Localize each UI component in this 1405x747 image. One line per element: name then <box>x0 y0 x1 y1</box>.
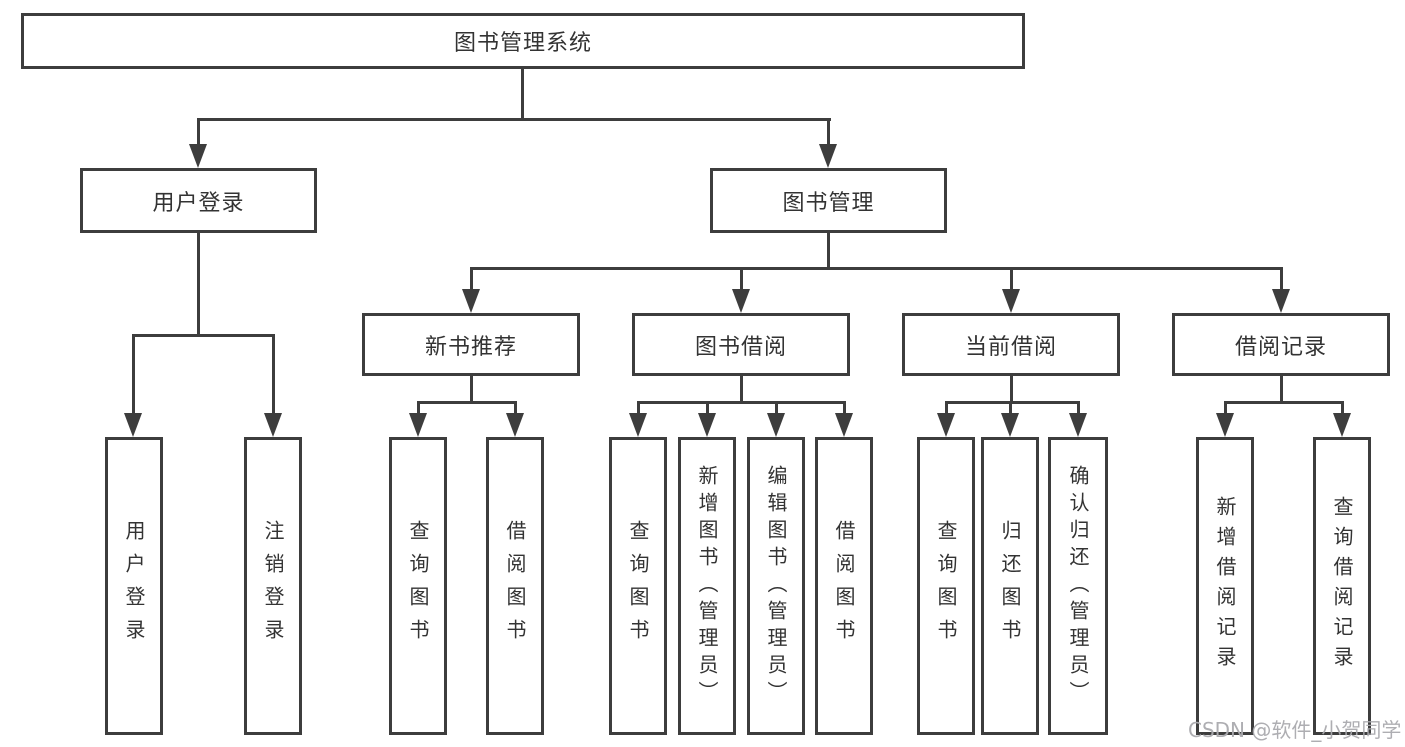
arrowhead-leaf-nb-borrow-icon <box>506 413 524 437</box>
connector-to-new-book-recommend <box>470 267 473 291</box>
leaf-records-query-label: 查询借阅记录 <box>1330 496 1354 676</box>
leaf-borrow-borrow-book-label: 借阅图书 <box>832 520 856 652</box>
leaf-logout-label: 注销登录 <box>261 520 285 652</box>
arrowhead-leaf-bb-query-icon <box>629 413 647 437</box>
leaf-current-confirm-return-label: 确认归还（管理员） <box>1066 464 1090 708</box>
leaf-newbook-borrow: 借阅图书 <box>486 437 544 735</box>
connector-new-book-stem <box>470 376 473 404</box>
connector-to-book-borrow <box>740 267 743 291</box>
connector-user-login-stem <box>197 233 200 336</box>
connector-to-leaf-bb-add <box>706 401 709 415</box>
connector-to-leaf-logout <box>272 334 275 416</box>
leaf-user-login: 用户登录 <box>105 437 163 735</box>
connector-to-leaf-cb-return <box>1009 401 1012 415</box>
leaf-borrow-add-book: 新增图书（管理员） <box>678 437 736 735</box>
connector-borrow-records-distributor <box>1224 401 1343 404</box>
node-user-login: 用户登录 <box>80 168 317 233</box>
node-borrow-records-label: 借阅记录 <box>1234 334 1327 360</box>
arrowhead-leaf-cb-confirm-icon <box>1069 413 1087 437</box>
arrowhead-leaf-nb-query-icon <box>409 413 427 437</box>
connector-to-leaf-br-query <box>1341 401 1344 415</box>
node-root-label: 图书管理系统 <box>453 31 592 56</box>
leaf-borrow-edit-book: 编辑图书（管理员） <box>747 437 805 735</box>
arrowhead-leaf-cb-return-icon <box>1001 413 1019 437</box>
connector-to-borrow-records <box>1280 267 1283 291</box>
leaf-borrow-add-book-label: 新增图书（管理员） <box>695 464 719 708</box>
node-current-borrow: 当前借阅 <box>902 313 1120 376</box>
leaf-records-add: 新增借阅记录 <box>1196 437 1254 735</box>
node-book-borrow-label: 图书借阅 <box>694 334 787 360</box>
leaf-records-query: 查询借阅记录 <box>1313 437 1371 735</box>
arrowhead-leaf-cb-query-icon <box>937 413 955 437</box>
connector-to-leaf-bb-edit <box>775 401 778 415</box>
connector-borrow-records-stem <box>1280 376 1283 404</box>
leaf-current-return-label: 归还图书 <box>998 520 1022 652</box>
arrowhead-leaf-logout-icon <box>264 413 282 437</box>
connector-new-book-distributor <box>417 401 517 404</box>
leaf-user-login-label: 用户登录 <box>122 520 146 652</box>
connector-to-leaf-bb-query <box>637 401 640 415</box>
connector-current-borrow-stem <box>1010 376 1013 404</box>
connector-book-borrow-distributor <box>637 401 846 404</box>
connector-to-leaf-cb-confirm <box>1077 401 1080 415</box>
leaf-borrow-query-label: 查询图书 <box>626 520 650 652</box>
leaf-newbook-query: 查询图书 <box>389 437 447 735</box>
arrowhead-leaf-bb-borrow-icon <box>835 413 853 437</box>
leaf-borrow-query: 查询图书 <box>609 437 667 735</box>
leaf-current-confirm-return: 确认归还（管理员） <box>1048 437 1108 735</box>
node-user-login-label: 用户登录 <box>152 190 245 216</box>
node-new-book-recommend: 新书推荐 <box>362 313 580 376</box>
connector-book-borrow-stem <box>740 376 743 404</box>
arrowhead-leaf-user-login-icon <box>124 413 142 437</box>
connector-to-leaf-nb-query <box>417 401 420 415</box>
leaf-current-query-label: 查询图书 <box>934 520 958 652</box>
arrowhead-current-borrow-icon <box>1002 289 1020 313</box>
connector-to-leaf-nb-borrow <box>514 401 517 415</box>
node-book-borrow: 图书借阅 <box>632 313 850 376</box>
node-new-book-recommend-label: 新书推荐 <box>424 334 517 360</box>
leaf-borrow-edit-book-label: 编辑图书（管理员） <box>764 464 788 708</box>
arrowhead-book-borrow-icon <box>732 289 750 313</box>
connector-to-current-borrow <box>1010 267 1013 291</box>
connector-to-leaf-br-add <box>1224 401 1227 415</box>
arrowhead-new-book-recommend-icon <box>462 289 480 313</box>
node-root: 图书管理系统 <box>21 13 1025 69</box>
connector-book-management-distributor <box>470 267 1283 270</box>
connector-current-borrow-distributor <box>945 401 1079 404</box>
connector-to-book-management <box>827 118 830 146</box>
connector-to-leaf-bb-borrow <box>843 401 846 415</box>
leaf-logout: 注销登录 <box>244 437 302 735</box>
csdn-watermark: CSDN @软件_小贺同学 <box>1188 718 1402 742</box>
node-book-management: 图书管理 <box>710 168 947 233</box>
connector-to-leaf-cb-query <box>945 401 948 415</box>
arrowhead-leaf-bb-edit-icon <box>767 413 785 437</box>
connector-root-stem <box>521 69 524 120</box>
connector-to-user-login <box>197 118 200 146</box>
arrowhead-leaf-br-add-icon <box>1216 413 1234 437</box>
node-book-management-label: 图书管理 <box>782 190 875 216</box>
arrowhead-book-management-icon <box>819 144 837 168</box>
arrowhead-user-login-icon <box>189 144 207 168</box>
leaf-newbook-query-label: 查询图书 <box>406 520 430 652</box>
arrowhead-borrow-records-icon <box>1272 289 1290 313</box>
connector-user-login-distributor <box>132 334 275 337</box>
arrowhead-leaf-bb-add-icon <box>698 413 716 437</box>
connector-book-management-stem <box>827 233 830 270</box>
arrowhead-leaf-br-query-icon <box>1333 413 1351 437</box>
connector-to-leaf-user-login <box>132 334 135 416</box>
leaf-current-query: 查询图书 <box>917 437 975 735</box>
leaf-records-add-label: 新增借阅记录 <box>1213 496 1237 676</box>
node-borrow-records: 借阅记录 <box>1172 313 1390 376</box>
node-current-borrow-label: 当前借阅 <box>964 334 1057 360</box>
leaf-borrow-borrow-book: 借阅图书 <box>815 437 873 735</box>
connector-root-distributor <box>197 118 831 121</box>
leaf-current-return: 归还图书 <box>981 437 1039 735</box>
leaf-newbook-borrow-label: 借阅图书 <box>503 520 527 652</box>
